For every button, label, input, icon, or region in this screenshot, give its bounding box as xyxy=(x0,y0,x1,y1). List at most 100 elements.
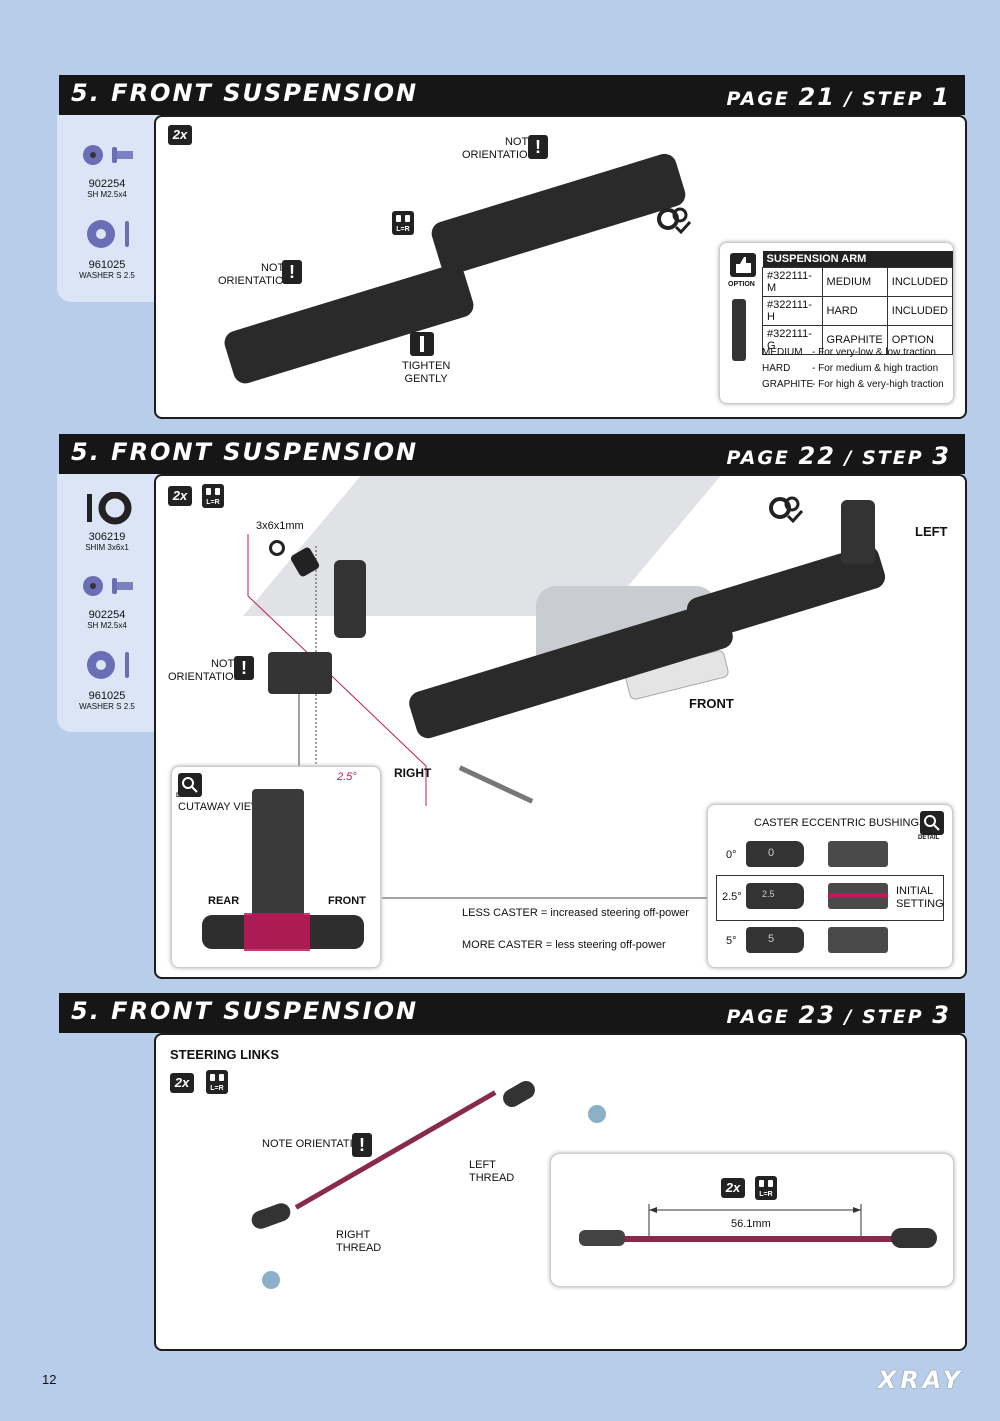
step-panel-2: 2x L=R 3x6x1mm NOTE ORIENTATION ! LEFT F… xyxy=(154,474,967,979)
caster-block xyxy=(841,500,875,564)
caster-block xyxy=(334,560,366,638)
bushing-side-5 xyxy=(828,927,888,953)
gear-check-icon xyxy=(657,207,692,235)
gear-check-icon xyxy=(769,496,804,524)
detail-label: DETAIL xyxy=(918,835,940,841)
bushing-mark: 5 xyxy=(768,933,775,945)
quantity-badge: 2x xyxy=(721,1178,745,1198)
detail-label: DETAIL xyxy=(176,793,198,799)
section-header: 5. FRONT SUSPENSION PAGE 21 / STEP 1 xyxy=(59,75,965,115)
initial-setting-frame xyxy=(716,875,944,921)
section-header: 5. FRONT SUSPENSION PAGE 23 / STEP 3 xyxy=(59,993,965,1033)
warning-icon: ! xyxy=(352,1133,372,1157)
bushing-2-5 xyxy=(746,883,804,909)
caster-bushings-box: CASTER ECCENTRIC BUSHINGS DETAIL 0° 0 2.… xyxy=(707,804,953,968)
page-number: 12 xyxy=(42,1372,57,1387)
bushing-mark: 2.5 xyxy=(762,889,775,899)
steering-links-heading: STEERING LINKS xyxy=(170,1047,280,1062)
ball-stud xyxy=(588,1105,606,1123)
parts-sidebar: 306219 SHIM 3x6x1 902254 SH M2.5x4 96102… xyxy=(57,474,157,732)
eccentric-bushing xyxy=(268,652,332,694)
length-dimension xyxy=(579,1204,937,1248)
front-label: FRONT xyxy=(689,696,734,711)
warning-icon: ! xyxy=(234,656,254,680)
washer-icon xyxy=(87,651,129,679)
left-right-icon: L=R xyxy=(755,1176,777,1200)
bushing-deg: 0° xyxy=(726,849,737,861)
step-panel-3: STEERING LINKS 2x L=R NOTE ORIENTATION !… xyxy=(154,1033,967,1351)
cutaway-detail-box: DETAIL CUTAWAY VIEW 2.5° REAR FRONT xyxy=(171,766,381,968)
ball-cup xyxy=(499,1077,539,1111)
arm-thumbnail xyxy=(732,299,746,361)
rear-label: REAR xyxy=(208,895,240,907)
right-label: RIGHT xyxy=(394,766,432,780)
assembled-link-box: 2x L=R 56.1mm xyxy=(550,1153,954,1287)
note-orientation-label: NOTE ORIENTATION xyxy=(462,136,536,161)
part-washer: 961025 WASHER S 2.5 xyxy=(57,649,157,711)
parts-sidebar: 902254 SH M2.5x4 961025 WASHER S 2.5 xyxy=(57,115,157,302)
link-length-label: 56.1mm xyxy=(731,1218,771,1230)
angle-label: 2.5° xyxy=(337,771,357,783)
part-shim: 306219 SHIM 3x6x1 xyxy=(57,491,157,552)
shim-icon xyxy=(87,491,132,525)
ball-stud xyxy=(262,1271,280,1289)
ball-cup xyxy=(249,1200,293,1232)
caster-block-cutaway xyxy=(252,789,304,929)
left-right-icon: L=R xyxy=(392,211,414,235)
front-label: FRONT xyxy=(328,895,366,907)
section-header: 5. FRONT SUSPENSION PAGE 22 / STEP 3 xyxy=(59,434,965,474)
assembly-guides xyxy=(247,534,716,899)
washer-icon xyxy=(87,220,129,248)
bushing-deg: 5° xyxy=(726,935,737,947)
traction-legend: MEDIUM- For very-low & low traction HARD… xyxy=(762,347,944,390)
note-orientation-label: NOTE ORIENTATION xyxy=(262,1138,370,1150)
shim-part xyxy=(269,540,285,556)
bushing-side-2-5 xyxy=(828,883,888,909)
page-step: PAGE 21 / STEP 1 xyxy=(726,83,951,111)
part-screw: 902254 SH M2.5x4 xyxy=(57,574,157,630)
part-washer: 961025 WASHER S 2.5 xyxy=(57,218,157,280)
left-right-icon: L=R xyxy=(206,1070,228,1094)
tighten-gently-label: TIGHTEN GENTLY xyxy=(402,360,451,385)
bushing-deg: 2.5° xyxy=(722,891,742,903)
bushing-5 xyxy=(746,927,804,953)
part-screw: 902254 SH M2.5x4 xyxy=(57,143,157,199)
warning-icon: ! xyxy=(282,260,302,284)
note-orientation-label: NOTE ORIENTATION xyxy=(168,658,242,683)
step-panel-1: 2x L=R NOTE ORIENTATION ! NOTE ORIENTATI… xyxy=(154,115,967,419)
section-title: 5. FRONT SUSPENSION xyxy=(71,79,419,107)
magnifier-icon xyxy=(178,773,202,797)
page-step: PAGE 23 / STEP 3 xyxy=(726,1001,951,1029)
eccentric-bushing-cutaway xyxy=(244,913,310,951)
right-thread-label: RIGHT THREAD xyxy=(336,1229,382,1254)
screw-icon xyxy=(83,145,133,165)
quantity-badge: 2x xyxy=(168,486,192,506)
left-right-icon: L=R xyxy=(202,484,224,508)
thumbs-up-icon xyxy=(730,253,756,277)
note-orientation-label: NOTE ORIENTATION xyxy=(218,262,292,287)
screwdriver-icon xyxy=(410,332,434,356)
bushing-0 xyxy=(746,841,804,867)
left-thread-label: LEFT THREAD xyxy=(469,1159,515,1184)
section-title: 5. FRONT SUSPENSION xyxy=(71,997,419,1025)
section-title: 5. FRONT SUSPENSION xyxy=(71,438,419,466)
bushing-mark: 0 xyxy=(768,847,775,859)
quantity-badge: 2x xyxy=(170,1073,194,1093)
suspension-arm-rear xyxy=(428,150,689,278)
left-label: LEFT xyxy=(915,524,948,539)
bushing-side-0 xyxy=(828,841,888,867)
xray-logo: XRAY xyxy=(877,1366,964,1394)
shim-size-label: 3x6x1mm xyxy=(256,520,304,532)
cutaway-view-label: CUTAWAY VIEW xyxy=(178,801,262,813)
initial-setting-label: INITIAL SETTING xyxy=(896,885,944,910)
magnifier-icon xyxy=(920,811,944,835)
warning-icon: ! xyxy=(528,135,548,159)
page-step: PAGE 22 / STEP 3 xyxy=(726,442,951,470)
bushings-title: CASTER ECCENTRIC BUSHINGS xyxy=(754,817,927,829)
less-caster-note: LESS CASTER = increased steering off-pow… xyxy=(462,907,689,919)
